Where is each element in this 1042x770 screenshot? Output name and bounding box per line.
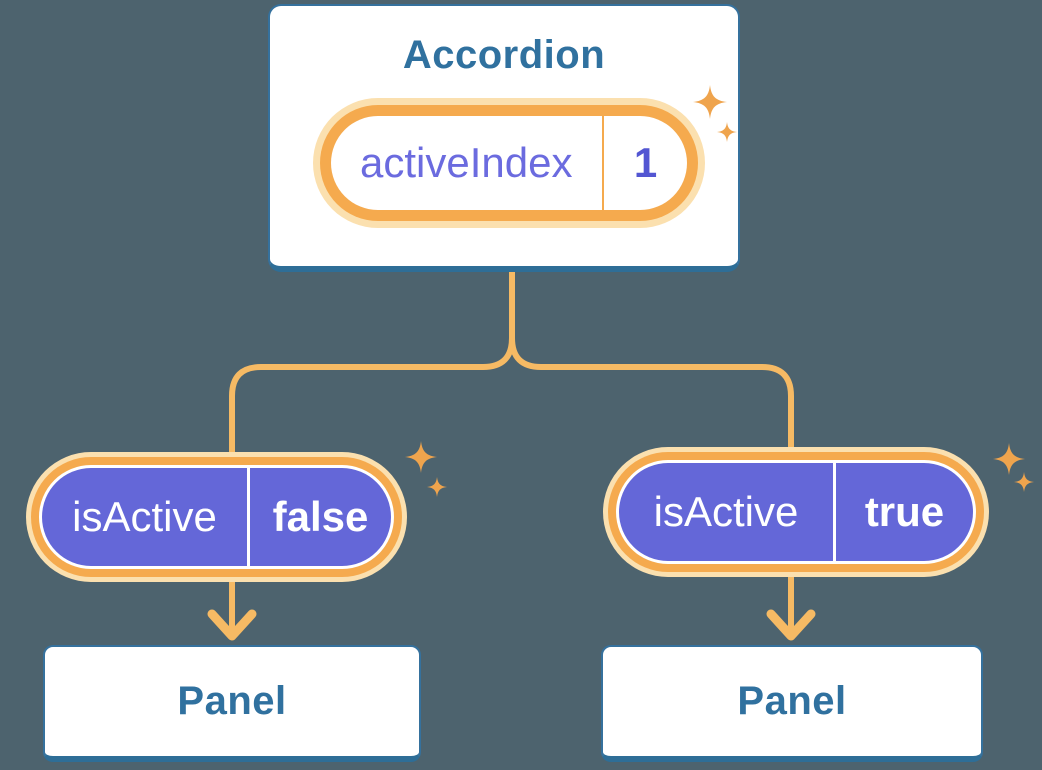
prop-pill-gap: isActive true	[616, 460, 976, 564]
accordion-title: Accordion	[402, 33, 606, 77]
sparkle-icon	[993, 443, 1025, 475]
arrowhead-right-icon	[766, 609, 816, 641]
prop-pill-isactive-false: isActive false	[26, 452, 407, 582]
sparkle-icon	[405, 441, 437, 473]
prop-pill-inner: isActive false	[42, 468, 391, 566]
state-pill-ring: activeIndex 1	[320, 105, 698, 221]
prop-pill-ring: isActive false	[31, 457, 402, 577]
prop-pill-value: false	[272, 493, 369, 540]
sparkle-icon	[1014, 472, 1034, 492]
state-pill-activeindex: activeIndex 1	[313, 98, 705, 228]
panel-component-box-right: Panel	[601, 645, 983, 762]
prop-pill-inner: isActive true	[619, 463, 973, 561]
state-pill-label: activeIndex	[360, 139, 573, 186]
prop-pill-label: isActive	[653, 488, 799, 535]
prop-pill-value: true	[864, 488, 945, 535]
state-pill-value: 1	[633, 139, 658, 186]
arrowhead-left-icon	[207, 609, 257, 641]
prop-pill-label: isActive	[72, 493, 217, 540]
state-pill-inner: activeIndex 1	[331, 116, 687, 210]
sparkle-icon	[427, 477, 447, 497]
prop-pill-gap: isActive false	[39, 465, 394, 569]
state-pill-divider	[601, 116, 604, 210]
prop-pill-ring: isActive true	[608, 452, 984, 572]
panel-component-box-left: Panel	[43, 645, 421, 762]
prop-pill-divider	[833, 463, 836, 561]
prop-pill-isactive-true: isActive true	[603, 447, 989, 577]
